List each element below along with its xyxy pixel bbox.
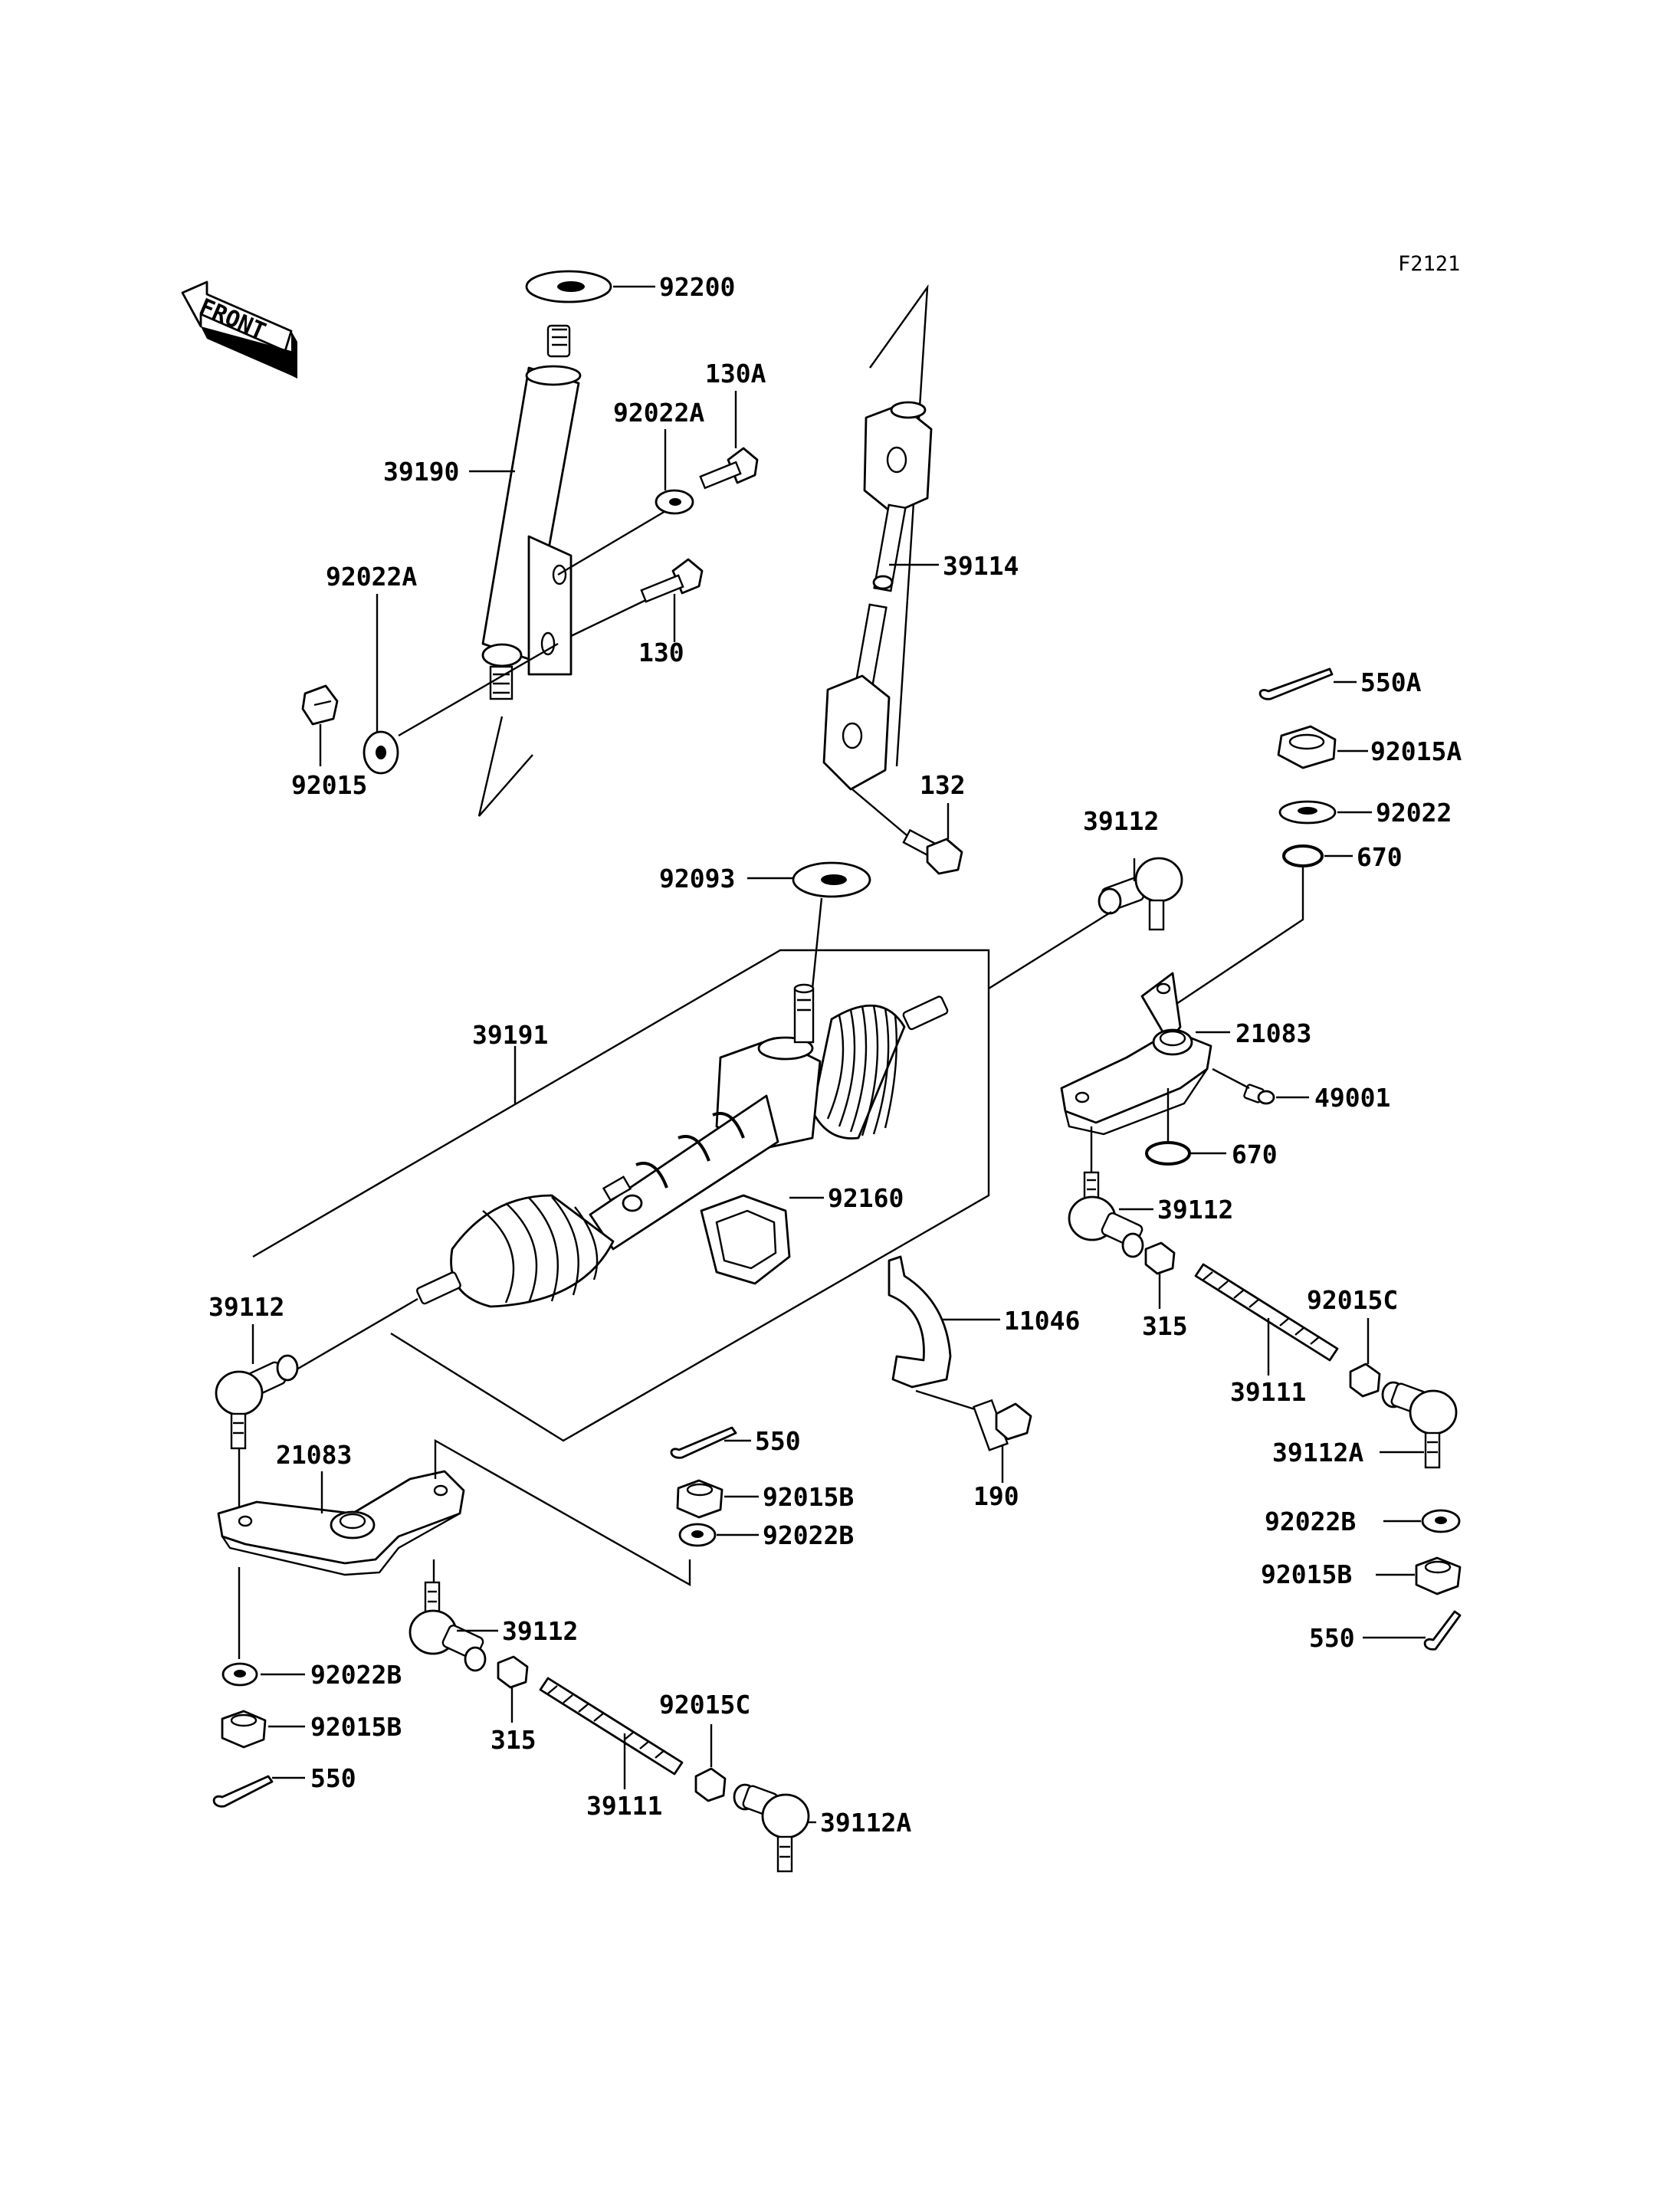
grease-fitting-49001 [1243, 1084, 1275, 1105]
label-92160: 92160 [828, 1183, 904, 1213]
tie-rod-end-39112A-bottom [733, 1783, 810, 1873]
label-92022B-right: 92022B [1265, 1507, 1356, 1536]
label-39112A-right: 39112A [1272, 1438, 1363, 1467]
washer-92200 [525, 270, 612, 303]
washer-92022B-mid [678, 1523, 717, 1547]
label-21083-left: 21083 [276, 1440, 352, 1470]
label-550-left: 550 [310, 1763, 356, 1793]
cotter-pin-550-right [1423, 1610, 1462, 1651]
front-arrow-icon: FRONT [181, 280, 297, 379]
intermediate-shaft-39114 [822, 401, 933, 791]
label-39112-left: 39112 [208, 1292, 284, 1322]
steering-column-39190 [481, 277, 593, 700]
label-39111-bottom: 39111 [586, 1791, 662, 1821]
label-92022: 92022 [1376, 798, 1452, 828]
label-190: 190 [973, 1481, 1019, 1511]
nut-92015C-right [1349, 1362, 1381, 1398]
nut-315-bottom [497, 1655, 529, 1689]
tie-rod-39111-bottom [539, 1677, 684, 1776]
label-92200: 92200 [659, 272, 735, 302]
washer-92022 [1278, 800, 1337, 825]
washer-92022B-left [221, 1662, 258, 1687]
gear-box-group-bracket [252, 949, 990, 1442]
label-39112A-bottom: 39112A [820, 1808, 911, 1838]
label-39111-right: 39111 [1230, 1377, 1306, 1407]
nut-92015C-bottom [694, 1767, 727, 1802]
label-92015: 92015 [291, 770, 367, 800]
nut-92015B-right [1415, 1556, 1462, 1595]
label-39190: 39190 [383, 457, 459, 487]
label-550A: 550A [1360, 667, 1422, 697]
o-ring-670-top [1282, 844, 1324, 867]
washer-92022A-left [363, 730, 399, 775]
washer-92093 [792, 861, 871, 898]
tie-rod-39111-right [1194, 1263, 1339, 1362]
label-49001: 49001 [1314, 1083, 1390, 1113]
label-550-right: 550 [1309, 1623, 1355, 1653]
washer-92022A-top [655, 489, 694, 515]
cotter-pin-550-mid [670, 1426, 737, 1459]
bolt-130A [699, 447, 759, 490]
tie-rod-end-39112-right [1068, 1171, 1144, 1258]
cotter-pin-550-left [212, 1775, 274, 1808]
label-39112-bottom: 39112 [502, 1616, 578, 1646]
label-92022B-left: 92022B [310, 1660, 402, 1690]
label-21083-right: 21083 [1235, 1018, 1311, 1048]
label-92015B-mid: 92015B [763, 1482, 854, 1512]
tie-rod-end-39112-bottom [409, 1581, 487, 1672]
figure-code: F2121 [1398, 252, 1460, 276]
label-315-right: 315 [1142, 1311, 1188, 1341]
label-92015B-left: 92015B [310, 1712, 402, 1742]
label-92093: 92093 [659, 864, 735, 894]
label-39191: 39191 [472, 1020, 548, 1050]
clamp-11046 [888, 1255, 952, 1389]
pitman-arm-21083-left [217, 1470, 465, 1576]
label-92022A-left: 92022A [326, 562, 417, 592]
label-39112-top: 39112 [1083, 806, 1159, 836]
label-92022B-mid: 92022B [763, 1520, 854, 1550]
label-92015C-right: 92015C [1307, 1285, 1398, 1315]
column-bracket-lines [477, 716, 533, 817]
bolt-132 [902, 828, 963, 875]
o-ring-670-bottom [1145, 1141, 1191, 1166]
label-92015B-right: 92015B [1261, 1559, 1352, 1589]
label-550-mid: 550 [755, 1426, 801, 1456]
nut-92015A [1277, 725, 1337, 769]
bolt-190 [972, 1399, 1032, 1451]
tie-rod-end-39112A-right [1381, 1381, 1458, 1469]
label-11046: 11046 [1004, 1306, 1080, 1336]
tie-rod-end-39112-left [215, 1354, 299, 1450]
nut-92015B-mid [676, 1479, 724, 1519]
nut-315-right [1144, 1241, 1176, 1275]
bushing-92160 [700, 1194, 791, 1285]
nut-92015B-left [221, 1710, 267, 1749]
cotter-pin-550A [1258, 667, 1334, 700]
label-92015A: 92015A [1370, 736, 1462, 766]
label-39112-right: 39112 [1157, 1195, 1233, 1225]
pitman-arm-21083-right [1060, 972, 1212, 1136]
label-130: 130 [638, 638, 684, 667]
washer-92022B-right [1421, 1509, 1461, 1533]
label-92015C-bottom: 92015C [659, 1690, 750, 1720]
label-39114: 39114 [943, 551, 1019, 581]
label-92022A-top: 92022A [613, 398, 704, 428]
label-670-bottom: 670 [1232, 1139, 1278, 1169]
nut-92015 [301, 684, 339, 726]
label-132: 132 [920, 770, 966, 800]
tie-rod-end-39112-top [1098, 857, 1183, 931]
label-670-top: 670 [1357, 842, 1403, 872]
label-315-bottom: 315 [491, 1725, 536, 1755]
label-130A: 130A [705, 359, 766, 389]
bolt-130 [640, 558, 704, 603]
steering-gear-box-39191 [415, 983, 949, 1308]
